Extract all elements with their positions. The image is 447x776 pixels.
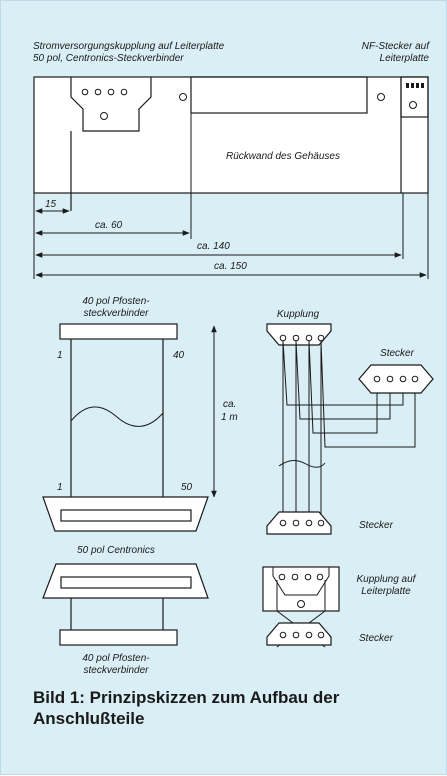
- header-bottom-label-2: steckverbinder: [83, 665, 149, 676]
- pin-1-bottom: 1: [57, 482, 63, 493]
- kupplung-pcb-label-1: Kupplung auf: [357, 574, 417, 585]
- centronics-coupling: [70, 77, 152, 132]
- header-bottom-label-1: 40 pol Pfosten-: [82, 653, 150, 664]
- header-top-label-2: steckverbinder: [83, 308, 149, 319]
- nf-plug: [400, 76, 429, 118]
- nf-plug-label-1: NF-Stecker auf: [362, 41, 430, 52]
- cable-break: [70, 406, 164, 427]
- screw-hole: [377, 93, 385, 101]
- header-top-label-1: 40 pol Pfosten-: [82, 296, 150, 307]
- power-coupling-label-1: Stromversorgungskupplung auf Leiterplatt…: [33, 41, 225, 52]
- centronics-contact-bar-2: [60, 576, 192, 589]
- caption-line-2: Anschlußteile: [33, 709, 145, 728]
- centronics-contact-bar: [60, 509, 192, 522]
- kupplung-connector: [266, 323, 332, 346]
- centronics-label: 50 pol Centronics: [77, 545, 155, 556]
- stecker-bottom-label: Stecker: [359, 520, 394, 531]
- pin-50: 50: [181, 482, 193, 493]
- stecker-right-connector: [358, 364, 434, 394]
- kupplung-pcb-connector: [262, 566, 340, 612]
- nf-plug-label-2: Leiterplatte: [380, 53, 430, 64]
- length-label-1: ca.: [223, 399, 236, 410]
- kupplung-pcb-label-2: Leiterplatte: [361, 586, 411, 597]
- figure-caption: Bild 1: Prinzipskizzen zum Aufbau der An…: [33, 687, 433, 729]
- pin-40: 40: [173, 350, 185, 361]
- dim-140-label: ca. 140: [197, 241, 230, 252]
- length-label-2: 1 m: [221, 412, 238, 423]
- header-connector-bottom: [59, 629, 178, 646]
- kupplung-label: Kupplung: [277, 309, 320, 320]
- rear-wall-label: Rückwand des Gehäuses: [226, 151, 340, 162]
- pin-1-top: 1: [57, 350, 63, 361]
- dim-150-label: ca. 150: [214, 261, 247, 272]
- power-coupling-label-2: 50 pol, Centronics-Steckverbinder: [33, 53, 184, 64]
- rear-wall-panel: [33, 76, 429, 194]
- cutout: [190, 76, 368, 114]
- screw-hole: [179, 93, 187, 101]
- stecker-pcb-label: Stecker: [359, 633, 394, 644]
- header-connector-top: [59, 323, 178, 340]
- dim-60-label: ca. 60: [95, 220, 123, 231]
- caption-line-1: Bild 1: Prinzipskizzen zum Aufbau der: [33, 688, 340, 707]
- dim-15-label: 15: [45, 199, 57, 210]
- stecker-right-label: Stecker: [380, 348, 415, 359]
